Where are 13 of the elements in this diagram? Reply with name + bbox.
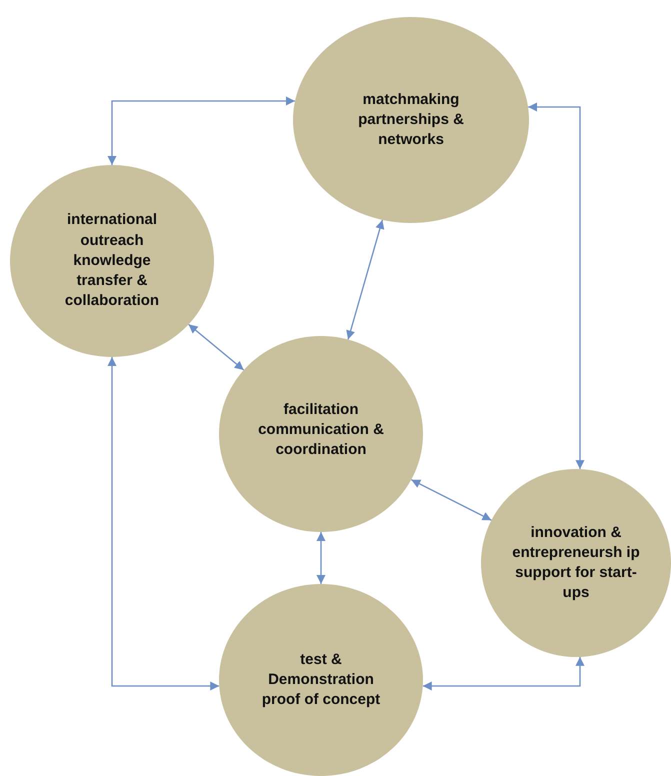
double-arrow <box>528 102 584 470</box>
double-arrow <box>422 656 584 690</box>
double-arrow <box>411 479 492 521</box>
double-arrow <box>188 324 244 370</box>
double-arrow <box>316 532 326 584</box>
node-label: innovation & entrepreneursh ip support for start-ups <box>512 522 640 604</box>
node-label: test & Demonstration proof of concept <box>260 650 382 710</box>
node-label: facilitation communication & coordination <box>257 400 385 460</box>
node-label: matchmaking partnerships & networks <box>357 90 465 150</box>
double-arrow <box>346 220 384 340</box>
double-arrow <box>108 96 295 165</box>
node-label: international outreach knowledge transfer & collaboration <box>64 210 160 312</box>
double-arrow <box>108 357 220 690</box>
